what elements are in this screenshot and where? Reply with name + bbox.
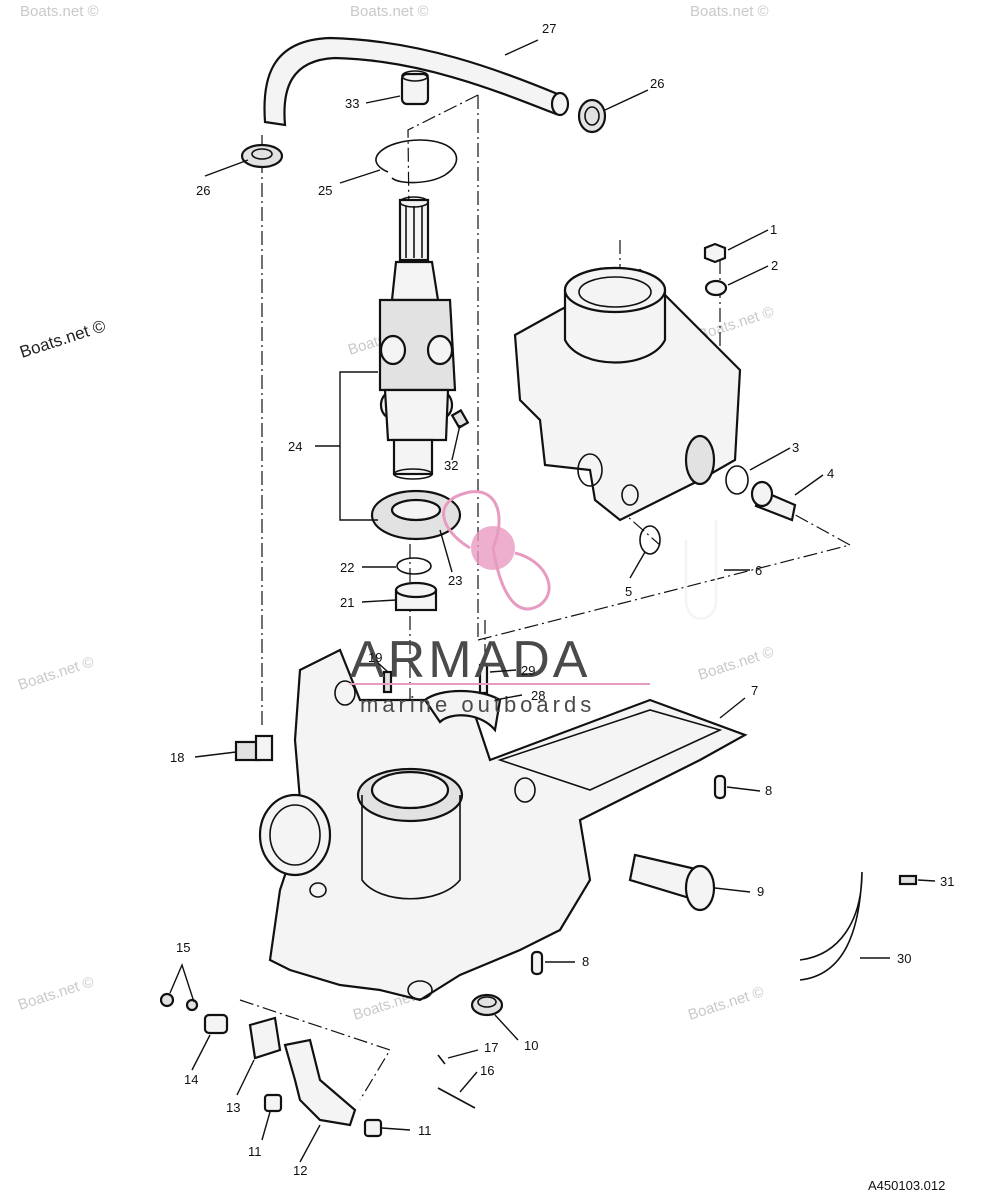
callout-26: 26 — [650, 76, 664, 91]
ground-wire — [799, 871, 863, 981]
callout-11: 11 — [418, 1123, 432, 1138]
drawing-number: A450103.012 — [868, 1178, 945, 1193]
pin — [437, 1087, 476, 1109]
nut — [703, 242, 727, 264]
washer — [639, 525, 661, 555]
o-ring — [396, 557, 432, 575]
callout-29: 29 — [521, 663, 535, 678]
callout-13: 13 — [226, 1100, 240, 1115]
callout-11: 11 — [248, 1144, 262, 1159]
swivel-housing — [513, 266, 742, 522]
callout-23: 23 — [448, 573, 462, 588]
logo-wordmark: ARMADA — [350, 631, 590, 689]
callout-32: 32 — [444, 458, 458, 473]
watermark: Boats.net © — [686, 983, 766, 1023]
callout-8: 8 — [582, 954, 589, 969]
callouts: 1 2 3 4 5 6 7 8 8 9 10 11 11 12 13 14 15… — [170, 21, 954, 1178]
callout-30: 30 — [897, 951, 911, 966]
callout-22: 22 — [340, 560, 354, 575]
callout-33: 33 — [345, 96, 359, 111]
hose-clamp — [240, 143, 284, 169]
callout-10: 10 — [524, 1038, 538, 1053]
callout-16: 16 — [480, 1063, 494, 1078]
tilt-pin — [628, 853, 716, 912]
callout-15: 15 — [176, 940, 190, 955]
pin — [530, 950, 544, 976]
callout-28: 28 — [531, 688, 545, 703]
callout-1: 1 — [770, 222, 777, 237]
callout-18: 18 — [170, 750, 184, 765]
nut — [263, 1093, 283, 1113]
callout-6: 6 — [755, 563, 762, 578]
callout-3: 3 — [792, 440, 799, 455]
callout-27: 27 — [542, 21, 556, 36]
callout-25: 25 — [318, 183, 332, 198]
watermark: Boats.net © — [16, 653, 96, 693]
callout-9: 9 — [757, 884, 764, 899]
watermark: Boats.net © — [20, 3, 99, 20]
transom-bracket — [258, 648, 748, 1002]
pin — [713, 774, 727, 800]
pivot-pin — [750, 480, 797, 522]
armada-logo: ARMADA marine outboards — [350, 490, 650, 717]
screw — [159, 992, 175, 1008]
cotter-pin — [437, 1054, 446, 1065]
hose-clamp — [577, 98, 607, 134]
callout-14: 14 — [184, 1072, 198, 1087]
washer — [704, 279, 728, 297]
callout-8: 8 — [765, 783, 772, 798]
callout-24: 24 — [288, 439, 302, 454]
callout-26: 26 — [196, 183, 210, 198]
callout-31: 31 — [940, 874, 954, 889]
callout-2: 2 — [771, 258, 778, 273]
watermark: Boats.net © — [696, 643, 776, 683]
callout-7: 7 — [751, 683, 758, 698]
u-bolt — [685, 520, 717, 620]
washer — [725, 465, 749, 495]
trim-sender — [203, 1013, 229, 1035]
watermark: Boats.net © — [350, 3, 429, 20]
bushing — [470, 993, 504, 1017]
callout-12: 12 — [293, 1163, 307, 1178]
clamp — [423, 689, 502, 733]
callout-21: 21 — [340, 595, 354, 610]
bracket-block — [248, 1016, 282, 1060]
logo-tagline: marine outboards — [360, 692, 595, 717]
grease-fitting — [450, 408, 470, 430]
callout-5: 5 — [625, 584, 632, 599]
callout-4: 4 — [827, 466, 834, 481]
callout-17: 17 — [484, 1040, 498, 1055]
callout-19: 19 — [368, 650, 382, 665]
snap-ring — [375, 139, 458, 184]
screw — [478, 663, 489, 695]
elbow-fitting — [234, 734, 274, 762]
leader-lines — [169, 39, 936, 1163]
screw — [185, 998, 199, 1012]
bushing-cap — [400, 70, 430, 106]
watermark: Boats.net © — [690, 3, 769, 20]
watermark-dark: Boats.net © — [17, 316, 108, 362]
tilt-lever — [283, 1038, 357, 1127]
screw — [898, 874, 918, 886]
bearing — [370, 489, 462, 541]
bushing — [394, 581, 438, 612]
drive-shaft-assembly — [378, 196, 457, 480]
watermark: Boats.net © — [16, 973, 96, 1013]
nut — [363, 1118, 383, 1138]
